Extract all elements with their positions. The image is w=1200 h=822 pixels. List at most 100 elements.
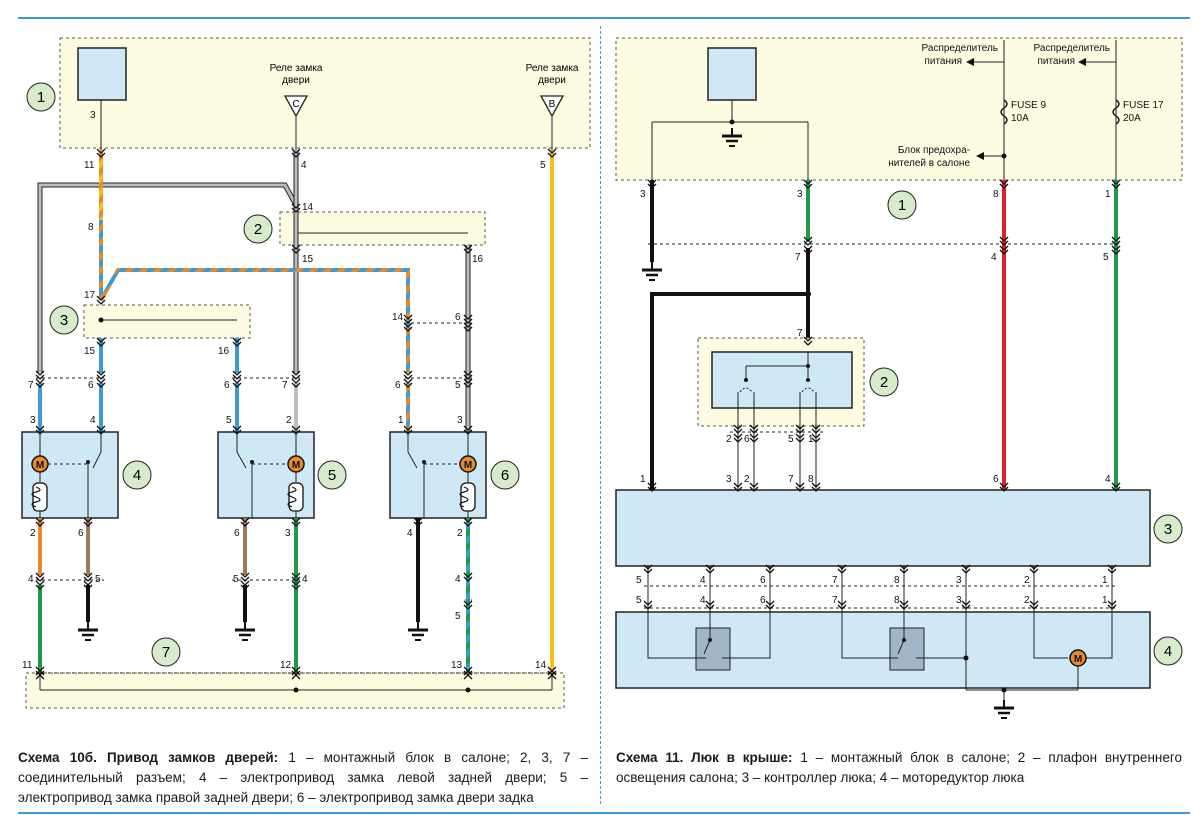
caption-10b-title: Схема 10б. Привод замков дверей: — [18, 750, 279, 765]
svg-text:6: 6 — [501, 467, 509, 484]
motor-icon — [287, 455, 305, 473]
svg-text:2: 2 — [744, 474, 750, 485]
svg-text:6: 6 — [744, 434, 750, 445]
svg-text:4: 4 — [301, 160, 307, 171]
svg-text:11: 11 — [22, 660, 33, 671]
fuse-block-l2: нителей в салоне — [888, 158, 970, 169]
svg-text:6: 6 — [993, 474, 999, 485]
motor-icon — [31, 455, 49, 473]
svg-text:3: 3 — [956, 575, 962, 586]
svg-text:2: 2 — [30, 528, 36, 539]
svg-text:4: 4 — [1164, 643, 1172, 660]
sunroof-controller — [615, 489, 1151, 567]
scheme-10b: C Реле замка двери B Реле замка двери — [21, 37, 591, 709]
svg-text:11: 11 — [84, 160, 95, 171]
fuse17-name: FUSE 17 — [1123, 100, 1164, 111]
svg-text:2: 2 — [254, 221, 262, 238]
svg-text:5: 5 — [1103, 252, 1109, 263]
svg-text:1: 1 — [1102, 595, 1108, 606]
wire-grey-1 — [37, 182, 299, 373]
arrow-left-icon — [1078, 58, 1086, 66]
mounting-block-1 — [59, 37, 591, 149]
caption-10b-text: 1 – монтажный блок в салоне; 2, 3, 7 – с… — [18, 750, 588, 805]
svg-text:3: 3 — [797, 189, 803, 200]
ground-icon — [992, 698, 1016, 720]
svg-text:5: 5 — [636, 575, 642, 586]
relay-b-letter: B — [549, 99, 556, 110]
svg-text:5: 5 — [455, 380, 461, 391]
svg-text:7: 7 — [797, 328, 803, 339]
svg-text:1: 1 — [1102, 575, 1108, 586]
svg-text:5: 5 — [95, 574, 101, 585]
fuse9-rating: 10A — [1011, 113, 1029, 124]
relay-c-label-2: двери — [282, 75, 310, 86]
svg-text:7: 7 — [162, 644, 170, 661]
ground-icon — [640, 260, 664, 282]
callouts-11: 1 2 3 4 — [869, 190, 1183, 666]
svg-text:6: 6 — [78, 528, 84, 539]
svg-text:3: 3 — [956, 595, 962, 606]
svg-text:1: 1 — [808, 434, 814, 445]
svg-text:7: 7 — [788, 474, 794, 485]
top-rule — [18, 17, 1190, 19]
heater-coil-icon — [459, 482, 476, 512]
svg-text:2: 2 — [286, 415, 292, 426]
svg-text:4: 4 — [700, 595, 706, 606]
svg-text:3: 3 — [90, 110, 96, 121]
svg-text:2: 2 — [1024, 595, 1030, 606]
svg-text:5: 5 — [226, 415, 232, 426]
svg-text:6: 6 — [455, 312, 461, 323]
caption-11-title: Схема 11. Люк в крыше: — [616, 750, 793, 765]
pin-labels-10b: 3 11 4 5 14 15 16 17 15 16 8 14 6 7 6 6 … — [22, 110, 547, 671]
svg-text:15: 15 — [302, 254, 314, 265]
motor-icon — [459, 455, 477, 473]
relay-b-label-1: Реле замка — [526, 63, 579, 74]
relay-c-triangle — [283, 95, 309, 118]
svg-text:5: 5 — [636, 595, 642, 606]
scheme-11: Распределитель питания Распределитель пи… — [615, 37, 1183, 720]
svg-text:4: 4 — [991, 252, 997, 263]
ground-icon — [406, 620, 430, 642]
svg-text:12: 12 — [280, 660, 292, 671]
svg-text:3: 3 — [1164, 521, 1172, 538]
svg-text:6: 6 — [234, 528, 240, 539]
switch-icon — [407, 432, 426, 519]
svg-text:4: 4 — [1105, 474, 1111, 485]
svg-text:1: 1 — [1105, 189, 1111, 200]
connector-3 — [83, 304, 251, 339]
ecu-box-s11 — [707, 47, 757, 101]
bottom-rule — [18, 812, 1190, 814]
svg-text:8: 8 — [894, 595, 900, 606]
connector-2 — [279, 211, 486, 246]
svg-text:1: 1 — [640, 474, 646, 485]
svg-text:4: 4 — [28, 574, 34, 585]
svg-text:6: 6 — [224, 380, 230, 391]
svg-text:7: 7 — [795, 252, 801, 263]
switch-icon — [86, 432, 102, 518]
svg-text:5: 5 — [540, 160, 546, 171]
svg-text:2: 2 — [880, 374, 888, 391]
caption-11-text: 1 – монтажный блок в салоне; 2 – плафон … — [616, 750, 1182, 785]
svg-text:4: 4 — [133, 467, 141, 484]
caption-scheme-10b: Схема 10б. Привод замков дверей: 1 – мон… — [18, 748, 588, 808]
relay-c-label-1: Реле замка — [270, 63, 323, 74]
arrow-left-icon — [966, 58, 974, 66]
svg-text:3: 3 — [30, 415, 36, 426]
svg-text:16: 16 — [472, 254, 484, 265]
caption-scheme-11: Схема 11. Люк в крыше: 1 – монтажный бло… — [616, 748, 1182, 788]
svg-text:7: 7 — [28, 380, 34, 391]
power-dist-1-l1: Распределитель — [922, 43, 998, 54]
svg-text:6: 6 — [760, 575, 766, 586]
svg-text:6: 6 — [760, 595, 766, 606]
svg-text:6: 6 — [88, 380, 94, 391]
ground-icon — [233, 620, 257, 642]
arrow-left-icon — [976, 152, 984, 160]
power-dist-2-l2: питания — [1037, 56, 1075, 67]
dome-lamp — [711, 351, 853, 409]
svg-text:5: 5 — [788, 434, 794, 445]
svg-text:1: 1 — [898, 197, 906, 214]
power-dist-1-l2: питания — [924, 56, 962, 67]
limit-switch-1 — [695, 627, 731, 671]
svg-text:1: 1 — [398, 415, 404, 426]
column-separator — [600, 26, 601, 804]
